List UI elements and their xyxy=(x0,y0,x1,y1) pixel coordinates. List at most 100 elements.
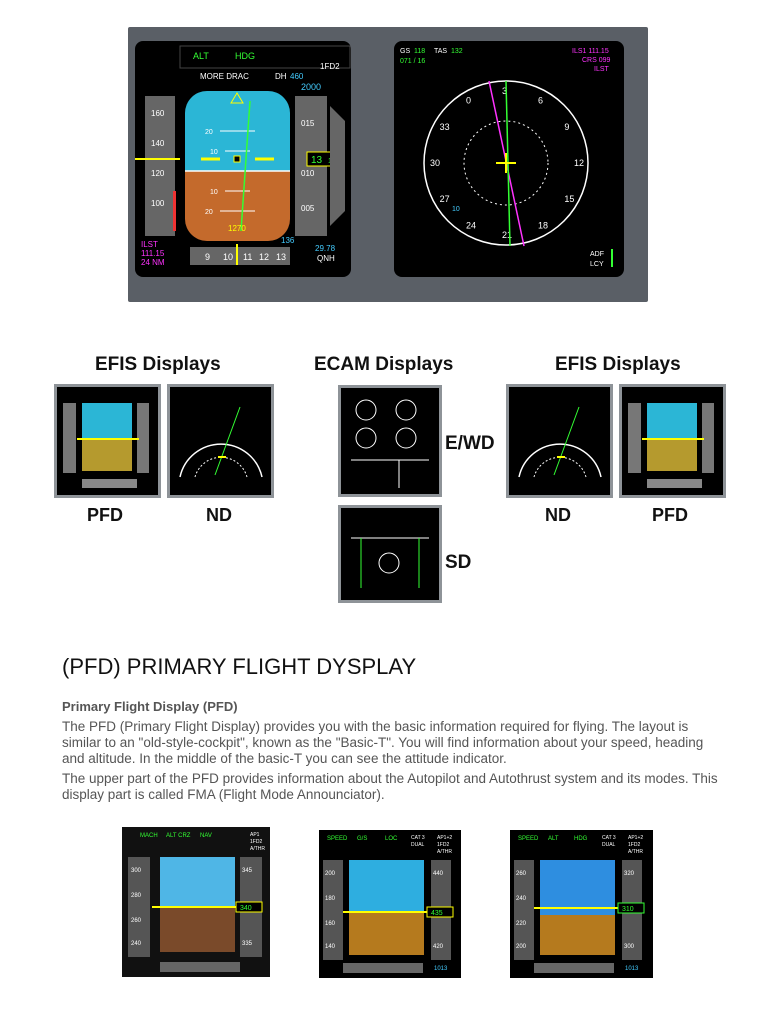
compass-label: 6 xyxy=(538,96,543,106)
pfd-graphic: ALT HDG MORE DRAC DH 460 1FD2 160 140 12… xyxy=(135,45,351,267)
svg-text:280: 280 xyxy=(131,893,142,899)
ils-id-nd: ILST xyxy=(594,66,610,73)
gs-label: GS xyxy=(400,48,410,55)
ils-freq-nd: ILS1 111.15 xyxy=(572,48,609,55)
compass-label: 12 xyxy=(574,158,584,168)
compass-label: 15 xyxy=(564,194,574,204)
speed-120: 120 xyxy=(151,169,165,178)
pfd-right-label: PFD xyxy=(652,505,688,525)
alt-readout: 13 xyxy=(311,155,323,166)
svg-text:240: 240 xyxy=(131,941,142,947)
alt-010: 010 xyxy=(301,169,315,178)
svg-text:440: 440 xyxy=(433,871,444,877)
svg-text:160: 160 xyxy=(325,921,336,927)
compass-label: 30 xyxy=(430,158,440,168)
gs-value: 118 xyxy=(414,48,425,55)
svg-text:1013: 1013 xyxy=(625,966,639,972)
svg-text:260: 260 xyxy=(131,918,142,924)
svg-text:340: 340 xyxy=(240,905,252,912)
svg-text:200: 200 xyxy=(516,944,527,950)
svg-text:MACH: MACH xyxy=(140,833,158,839)
svg-text:420: 420 xyxy=(433,944,444,950)
vs-value: 136 xyxy=(281,236,295,245)
fma-dh-value: 460 xyxy=(290,72,304,81)
fma-dh-label: DH xyxy=(275,72,287,81)
compass-label: 18 xyxy=(538,220,548,230)
svg-text:1FD2: 1FD2 xyxy=(250,839,262,845)
speed-140: 140 xyxy=(151,139,165,148)
bottom-pfd-2: SPEED G/S LOC CAT 3 DUAL AP1+2 1FD2 A/TH… xyxy=(319,830,461,978)
wind-value: 071 / 16 xyxy=(400,58,425,65)
left-nd-thumbnail xyxy=(167,384,274,498)
svg-text:140: 140 xyxy=(325,944,336,950)
svg-text:DUAL: DUAL xyxy=(602,842,616,848)
nd-right-label: ND xyxy=(545,505,571,525)
bottom-pfd-1: MACH ALT CRZ NAV AP1 1FD2 A/THR 300 280 … xyxy=(122,827,270,977)
hdg-13: 13 xyxy=(276,252,286,262)
svg-text:1FD2: 1FD2 xyxy=(628,842,640,848)
fma-msg: MORE DRAC xyxy=(200,72,249,81)
compass-label: 9 xyxy=(564,122,569,132)
alt-target: 2000 xyxy=(301,82,321,92)
compass-label: 24 xyxy=(466,220,476,230)
hdg-9: 9 xyxy=(205,252,210,262)
cockpit-panel-photo: ALT HDG MORE DRAC DH 460 1FD2 160 140 12… xyxy=(128,27,648,302)
fma-hdg: HDG xyxy=(235,51,255,61)
paragraph-1: The PFD (Primary Flight Display) provide… xyxy=(62,719,704,766)
svg-text:300: 300 xyxy=(131,868,142,874)
svg-text:A/THR: A/THR xyxy=(250,846,265,852)
speed-100: 100 xyxy=(151,199,165,208)
speed-160: 160 xyxy=(151,109,165,118)
fma-fd: 1FD2 xyxy=(320,62,340,71)
nd-screen: GS 118 TAS 132 071 / 16 ILS1 111.15 CRS … xyxy=(394,41,624,277)
pitch-20-up: 20 xyxy=(205,129,213,136)
hdg-12: 12 xyxy=(259,252,269,262)
svg-text:CAT 3: CAT 3 xyxy=(602,835,616,841)
compass-label: 27 xyxy=(440,194,450,204)
svg-text:ALT CRZ: ALT CRZ xyxy=(166,833,191,839)
svg-text:220: 220 xyxy=(516,921,527,927)
svg-text:A/THR: A/THR xyxy=(628,849,643,855)
svg-text:1013: 1013 xyxy=(434,966,448,972)
svg-text:320: 320 xyxy=(624,871,635,877)
sd-label: SD xyxy=(445,552,472,573)
right-nd-thumbnail xyxy=(506,384,613,498)
svg-text:200: 200 xyxy=(325,871,336,877)
svg-text:335: 335 xyxy=(242,941,253,947)
svg-text:435: 435 xyxy=(431,910,443,917)
svg-text:HDG: HDG xyxy=(574,836,588,842)
radio-altitude: 1270 xyxy=(228,224,246,233)
range-label: 10 xyxy=(452,206,460,213)
pitch-10-up: 10 xyxy=(210,149,218,156)
pitch-10-down: 10 xyxy=(210,189,218,196)
compass-label: 33 xyxy=(440,122,450,132)
qnh-label: QNH xyxy=(317,254,335,263)
svg-text:180: 180 xyxy=(325,896,336,902)
svg-text:260: 260 xyxy=(516,871,527,877)
bottom-pfd-3: SPEED ALT HDG CAT 3 DUAL AP1+2 1FD2 A/TH… xyxy=(510,830,653,978)
right-pfd-thumbnail xyxy=(619,384,726,498)
svg-text:CAT 3: CAT 3 xyxy=(411,835,425,841)
svg-text:SPEED: SPEED xyxy=(518,836,539,842)
pfd-left-label: PFD xyxy=(87,505,123,525)
svg-text:A/THR: A/THR xyxy=(437,849,452,855)
svg-text:AP1+2: AP1+2 xyxy=(628,835,643,841)
compass-label: 21 xyxy=(502,230,512,240)
svg-text:310: 310 xyxy=(622,906,634,913)
nd-left-label: ND xyxy=(206,505,232,525)
hdg-11: 11 xyxy=(243,252,252,262)
svg-text:1FD2: 1FD2 xyxy=(437,842,449,848)
section-title: (PFD) PRIMARY FLIGHT DYSPLAY xyxy=(62,654,417,679)
qnh-value: 29.78 xyxy=(315,244,336,253)
svg-text:AP1: AP1 xyxy=(250,832,260,838)
svg-text:SPEED: SPEED xyxy=(327,836,348,842)
ewd-label: E/WD xyxy=(445,433,495,454)
ewd-thumbnail xyxy=(338,385,442,497)
svg-text:300: 300 xyxy=(624,944,635,950)
crs-value: CRS 099 xyxy=(582,57,611,64)
paragraph-2: The upper part of the PFD provides infor… xyxy=(62,771,718,802)
svg-text:AP1+2: AP1+2 xyxy=(437,835,452,841)
ils-ident: ILST xyxy=(141,240,158,249)
hdg-10: 10 xyxy=(223,252,233,262)
